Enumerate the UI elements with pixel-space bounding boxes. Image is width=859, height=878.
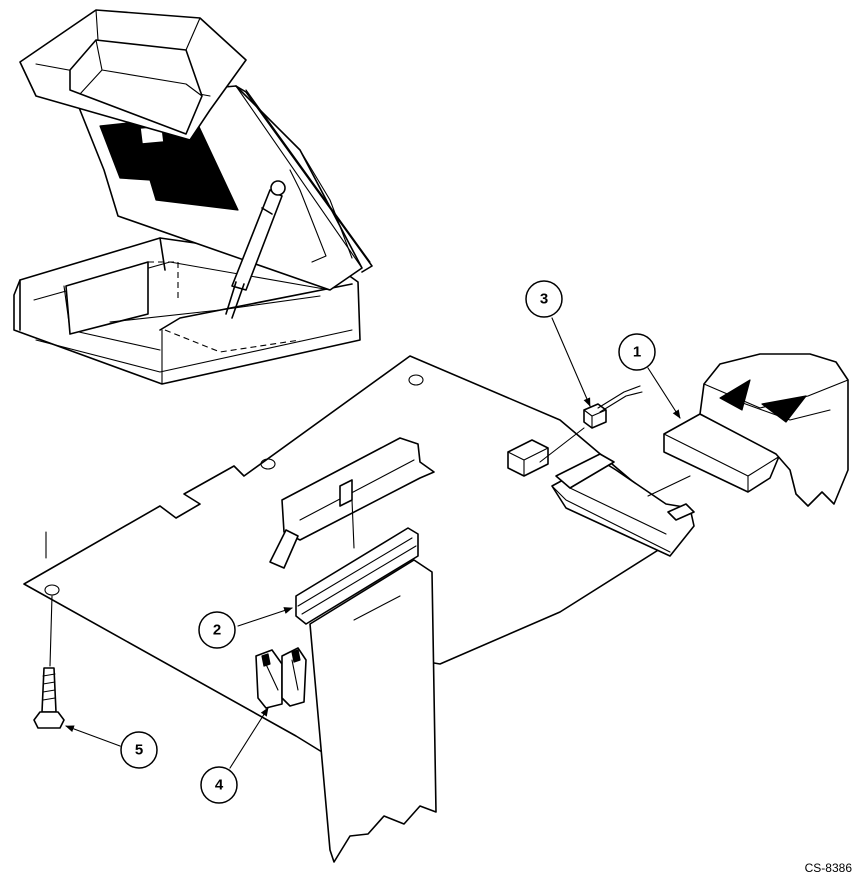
mounting-screw (34, 668, 64, 728)
callout-5: 5 (121, 732, 157, 768)
callout-4: 4 (201, 767, 237, 803)
callout-3: 3 (526, 281, 562, 317)
callout-1: 1 (619, 334, 655, 370)
svg-text:3: 3 (540, 291, 548, 308)
ribbon-cable-1 (664, 354, 848, 506)
callout-2: 2 (199, 612, 235, 648)
svg-text:4: 4 (215, 777, 224, 794)
svg-text:5: 5 (135, 742, 143, 759)
svg-text:2: 2 (213, 622, 221, 639)
svg-text:1: 1 (633, 344, 641, 361)
figure-id: CS-8386 (805, 861, 853, 875)
terminal-unit-illustration (14, 10, 372, 384)
